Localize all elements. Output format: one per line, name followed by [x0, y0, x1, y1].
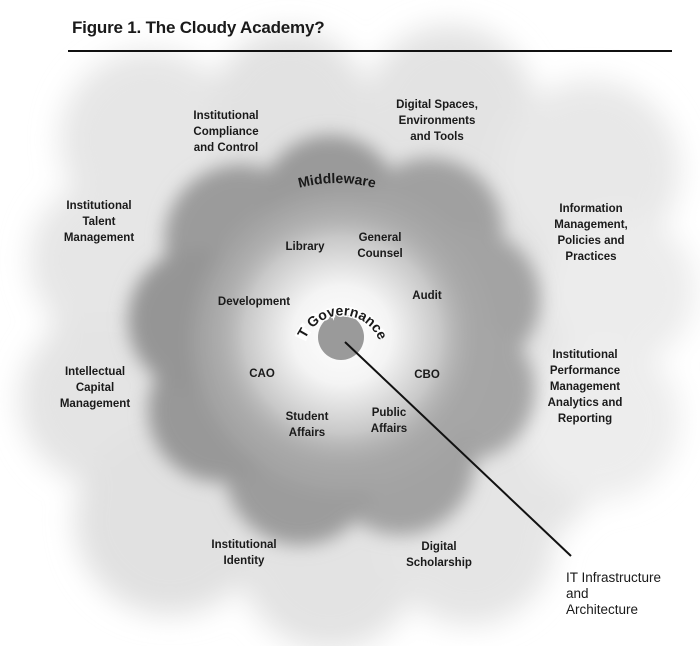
label-institutional-talent: Institutional Talent Management	[63, 200, 135, 244]
label-public-affairs: Public Affairs	[370, 407, 408, 435]
label-information-management: Information Management, Policies and Pra…	[554, 203, 628, 263]
label-development: Development	[217, 296, 291, 308]
middleware-label: Middleware	[296, 170, 377, 191]
label-general-counsel: General Counsel	[357, 232, 403, 260]
label-cao: CAO	[249, 368, 275, 380]
callout-line	[344, 341, 572, 557]
label-intellectual-capital: Intellectual Capital Management	[59, 366, 131, 410]
label-library: Library	[285, 241, 325, 253]
label-digital-spaces: Digital Spaces, Environments and Tools	[396, 99, 478, 143]
callout-it-infrastructure: IT Infrastructure and Architecture	[566, 570, 662, 617]
label-institutional-compliance: Institutional Compliance and Control	[193, 110, 259, 154]
label-institutional-performance: Institutional Performance Management Ana…	[547, 349, 623, 425]
label-cbo: CBO	[414, 369, 440, 381]
label-digital-scholarship: Digital Scholarship	[406, 541, 472, 569]
label-institutional-identity: Institutional Identity	[211, 539, 277, 567]
label-student-affairs: Student Affairs	[285, 411, 329, 439]
label-audit: Audit	[412, 290, 442, 302]
figure-title: Figure 1. The Cloudy Academy?	[72, 18, 325, 37]
title-rule	[68, 50, 672, 52]
